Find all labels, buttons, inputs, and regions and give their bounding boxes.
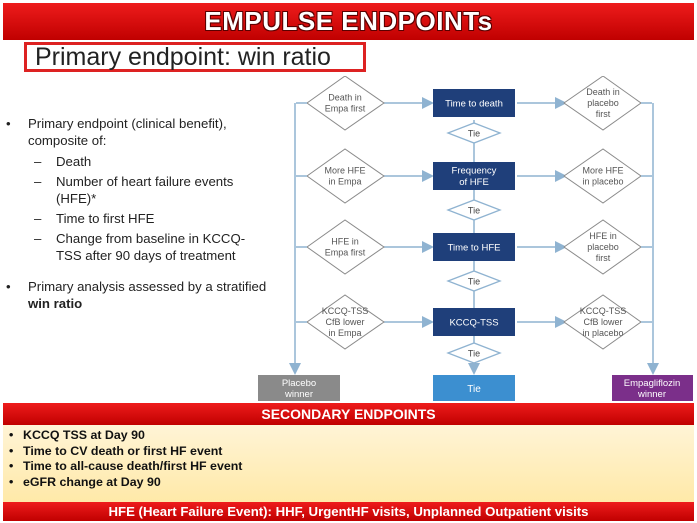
primary-analysis-text: Primary analysis assessed by a stratifie… <box>28 279 267 294</box>
center-box-death-line1: Time to death <box>445 98 503 109</box>
placebo-winner-line2: winner <box>284 389 313 400</box>
center-box-hfe-frequency-line2: of HFE <box>459 177 489 188</box>
secondary-item-all-cause: Time to all-cause death/first HF event <box>9 459 694 475</box>
right-diamond-time-to-hfe-line1: HFE in <box>589 231 617 241</box>
bullet-list: Primary endpoint (clinical benefit), com… <box>6 115 268 316</box>
left-diamond-death-line1: Death in <box>328 93 362 103</box>
left-diamond-kccq-line3: in Empa <box>328 328 361 338</box>
center-box-kccq <box>433 308 515 336</box>
left-diamond-kccq-line1: KCCQ-TSS <box>322 306 369 316</box>
footer-banner: HFE (Heart Failure Event): HHF, UrgentHF… <box>3 502 694 521</box>
left-diamond-hfe-frequency-line1: More HFE <box>324 166 365 176</box>
slide-subtitle: Primary endpoint: win ratio <box>35 43 331 71</box>
secondary-endpoints-header: SECONDARY ENDPOINTS <box>3 403 694 425</box>
bullet-primary-endpoint: Primary endpoint (clinical benefit), com… <box>6 115 268 149</box>
left-diamond-death <box>306 76 385 131</box>
right-diamond-hfe-frequency-line2: in placebo <box>582 177 623 187</box>
center-box-time-to-hfe-line1: Time to HFE <box>448 242 501 253</box>
right-diamond-kccq-line3: in placebo <box>582 328 623 338</box>
secondary-header-label: SECONDARY ENDPOINTS <box>261 406 436 422</box>
win-ratio-term: win ratio <box>28 296 83 311</box>
sub-bullet-first-hfe: Time to first HFE <box>6 210 268 227</box>
tie-label-4: Tie <box>468 349 480 359</box>
left-diamond-time-to-hfe <box>306 219 385 275</box>
center-box-kccq-line1: KCCQ-TSS <box>449 317 498 328</box>
left-diamond-hfe-frequency <box>306 148 385 204</box>
footer-text: HFE (Heart Failure Event): HHF, UrgentHF… <box>108 504 589 519</box>
left-diamond-kccq <box>306 294 385 350</box>
bullet-primary-analysis: Primary analysis assessed by a stratifie… <box>6 278 268 312</box>
right-diamond-death-line3: first <box>596 109 611 119</box>
secondary-endpoints-list: KCCQ TSS at Day 90 Time to CV death or f… <box>3 425 694 502</box>
tie-diamond-4 <box>446 342 502 364</box>
tie-label-1: Tie <box>468 129 480 139</box>
tie-label-2: Tie <box>468 206 480 216</box>
center-box-time-to-hfe <box>433 233 515 261</box>
subtitle-box: Primary endpoint: win ratio <box>24 42 366 72</box>
right-diamond-kccq-line2: CfB lower <box>583 317 622 327</box>
empa-winner-box <box>612 375 693 401</box>
secondary-item-kccq: KCCQ TSS at Day 90 <box>9 428 694 444</box>
left-diamond-kccq-line2: CfB lower <box>325 317 364 327</box>
secondary-item-egfr: eGFR change at Day 90 <box>9 475 694 491</box>
right-diamond-death-line1: Death in <box>586 87 620 97</box>
empa-winner-line1: Empagliflozin <box>624 378 681 389</box>
tie-diamond-2 <box>446 199 502 221</box>
right-diamond-hfe-frequency-line1: More HFE <box>582 166 623 176</box>
placebo-winner-box <box>258 375 340 401</box>
empa-winner-line2: winner <box>637 389 666 400</box>
tie-diamond-3 <box>446 270 502 292</box>
left-diamond-time-to-hfe-line2: Empa first <box>325 248 366 258</box>
tie-label-3: Tie <box>468 277 480 287</box>
right-diamond-time-to-hfe-line3: first <box>596 253 611 263</box>
right-diamond-time-to-hfe-line2: placebo <box>587 242 619 252</box>
right-diamond-death-line2: placebo <box>587 98 619 108</box>
placebo-winner-line1: Placebo <box>282 378 316 389</box>
slide-title: EMPULSE ENDPOINTs <box>204 6 493 36</box>
tie-diamond-1 <box>446 122 502 144</box>
center-box-death <box>433 89 515 117</box>
title-banner: EMPULSE ENDPOINTs <box>3 3 694 40</box>
center-box-hfe-frequency <box>433 162 515 190</box>
right-diamond-kccq-line1: KCCQ-TSS <box>580 306 627 316</box>
tie-outcome-box <box>433 375 515 401</box>
left-diamond-time-to-hfe-line1: HFE in <box>331 237 359 247</box>
left-diamond-death-line2: Empa first <box>325 104 366 114</box>
left-diamond-hfe-frequency-line2: in Empa <box>328 177 361 187</box>
sub-bullet-hfe-count: Number of heart failure events (HFE)* <box>6 173 268 207</box>
sub-bullet-death: Death <box>6 153 268 170</box>
center-box-hfe-frequency-line1: Frequency <box>452 166 497 177</box>
sub-bullet-kccq: Change from baseline in KCCQ-TSS after 9… <box>6 230 268 264</box>
tie-outcome-label: Tie <box>467 384 481 395</box>
secondary-item-cv-death: Time to CV death or first HF event <box>9 444 694 460</box>
